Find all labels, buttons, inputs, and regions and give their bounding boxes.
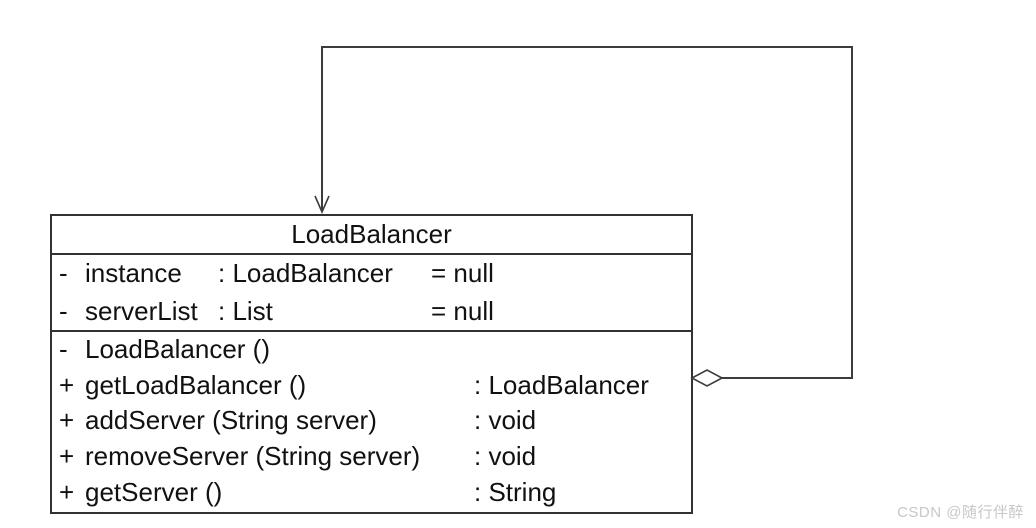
class-box-loadbalancer: LoadBalancer - instance : LoadBalancer =… [50, 214, 693, 514]
attribute-row: - instance : LoadBalancer = null [59, 255, 691, 293]
visibility-marker: + [59, 405, 75, 436]
attribute-type: : LoadBalancer [218, 258, 393, 289]
method-signature: LoadBalancer () [85, 334, 270, 365]
visibility-marker: + [59, 369, 75, 400]
method-return-type: : LoadBalancer [474, 369, 649, 400]
attribute-row: - serverList : List = null [59, 293, 691, 331]
method-row: + getLoadBalancer () : LoadBalancer [59, 368, 691, 404]
attribute-default: = null [431, 295, 494, 326]
visibility-marker: - [59, 334, 68, 365]
visibility-marker: + [59, 476, 75, 507]
method-row: + removeServer (String server) : void [59, 439, 691, 475]
attribute-default: = null [431, 258, 494, 289]
method-signature: getLoadBalancer () [85, 369, 307, 400]
attribute-type: : List [218, 295, 273, 326]
class-title-compartment: LoadBalancer [52, 216, 691, 255]
class-methods-compartment: - LoadBalancer () + getLoadBalancer () :… [52, 332, 691, 510]
method-row: - LoadBalancer () [59, 332, 691, 368]
method-return-type: : void [474, 405, 537, 436]
method-signature: getServer () [85, 476, 223, 507]
attribute-name: instance [85, 258, 182, 289]
method-signature: removeServer (String server) [85, 441, 421, 472]
aggregation-diamond-icon [690, 369, 724, 387]
arrowhead-icon [314, 195, 330, 214]
visibility-marker: - [59, 295, 68, 326]
method-return-type: : String [474, 476, 557, 507]
class-attributes-compartment: - instance : LoadBalancer = null - serve… [52, 255, 691, 332]
method-return-type: : void [474, 441, 537, 472]
attribute-name: serverList [85, 295, 198, 326]
method-signature: addServer (String server) [85, 405, 377, 436]
class-name: LoadBalancer [291, 219, 452, 249]
watermark-text: CSDN @随行伴醉 [897, 504, 1024, 521]
visibility-marker: - [59, 258, 68, 289]
method-row: + getServer () : String [59, 474, 691, 510]
method-row: + addServer (String server) : void [59, 403, 691, 439]
visibility-marker: + [59, 441, 75, 472]
